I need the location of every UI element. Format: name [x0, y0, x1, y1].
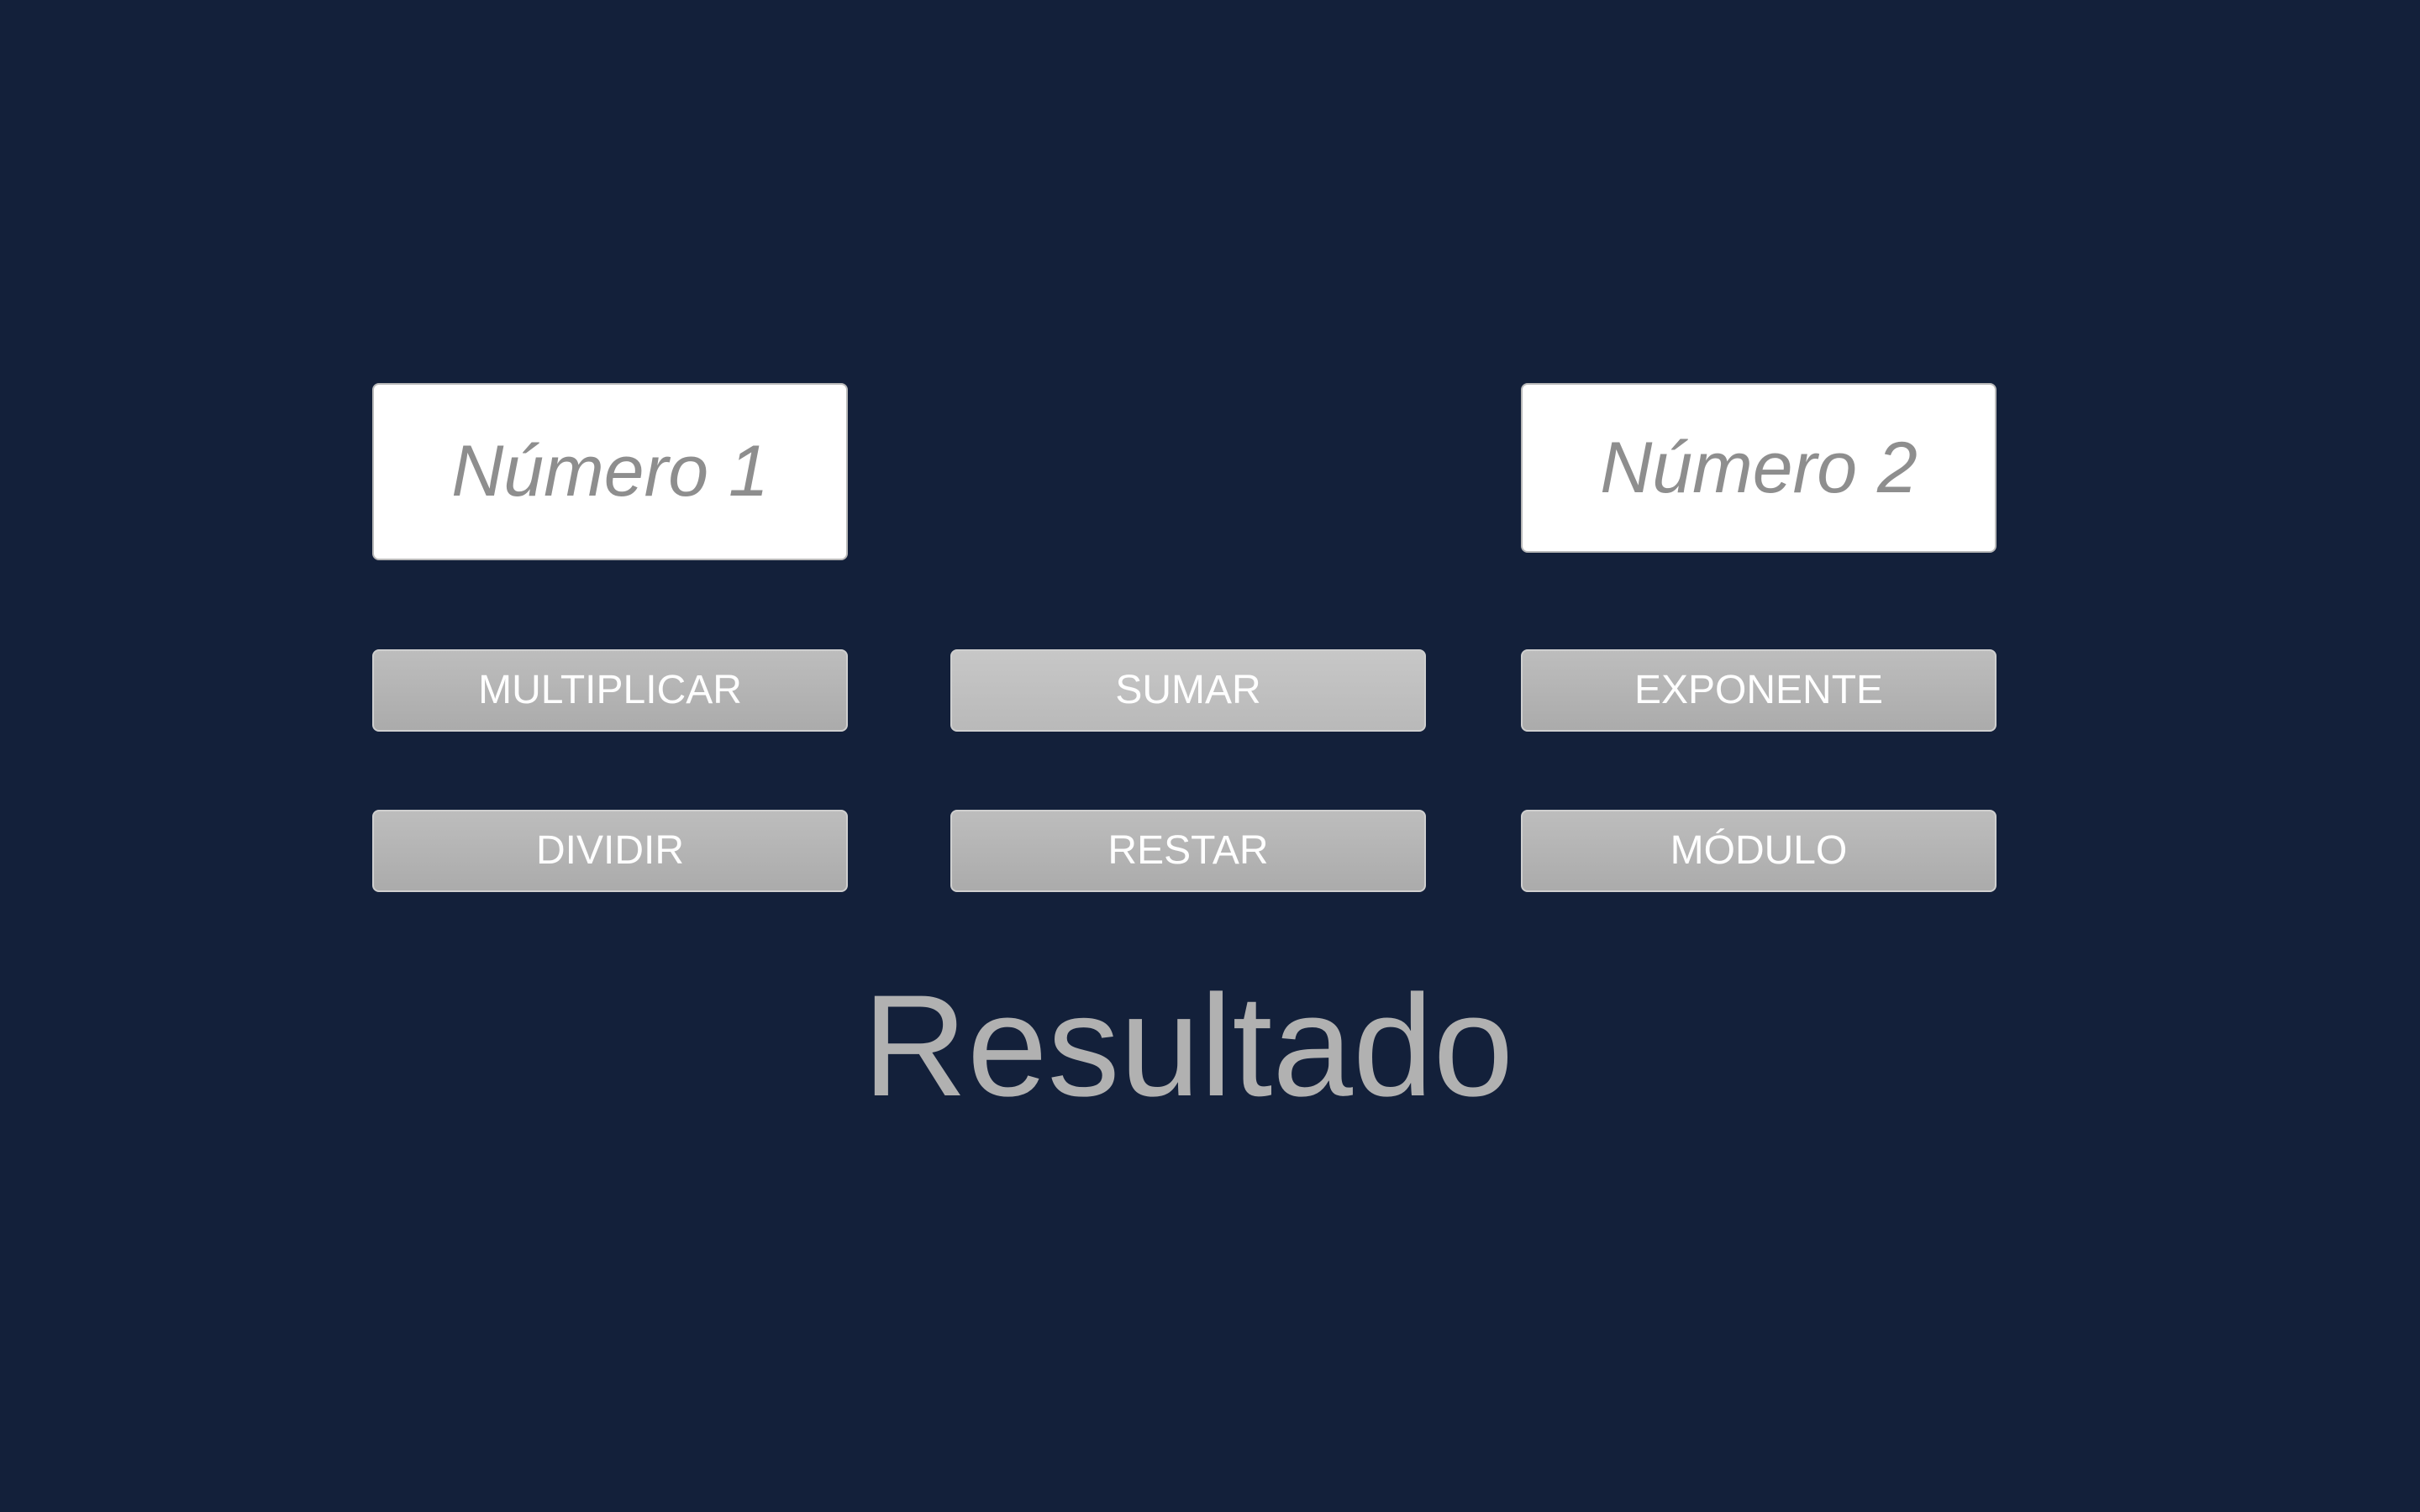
number2-input[interactable] [1521, 383, 1996, 553]
add-button[interactable]: SUMAR [950, 649, 1426, 732]
exponent-button[interactable]: EXPONENTE [1521, 649, 1996, 732]
multiply-button[interactable]: MULTIPLICAR [372, 649, 848, 732]
number1-input[interactable] [372, 383, 848, 560]
modulo-button[interactable]: MÓDULO [1521, 810, 1996, 892]
divide-button[interactable]: DIVIDIR [372, 810, 848, 892]
subtract-button[interactable]: RESTAR [950, 810, 1426, 892]
result-display: Resultado [862, 965, 1514, 1126]
